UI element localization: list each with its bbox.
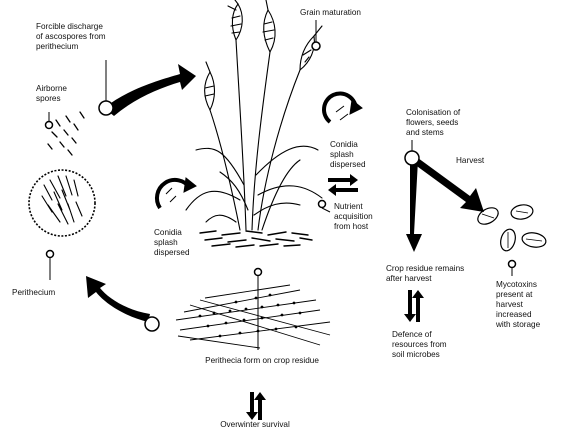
label-nutrient-acquisition: Nutrient acquisition from host: [334, 202, 373, 232]
label-perithecium: Perithecium: [12, 288, 55, 298]
perithecium-illustration: [29, 170, 95, 236]
label-forcible-discharge: Forcible discharge of ascospores from pe…: [36, 22, 106, 52]
label-defence-resources: Defence of resources from soil microbes: [392, 330, 447, 360]
label-conidia-left: Conidia splash dispersed: [154, 228, 190, 258]
label-mycotoxins: Mycotoxins present at harvest increased …: [496, 280, 540, 330]
label-conidia-upper: Conidia splash dispersed: [330, 140, 366, 170]
label-perithecia-form: Perithecia form on crop residue: [174, 356, 350, 366]
conidia-circle-left: [157, 178, 196, 208]
label-colonisation: Colonisation of flowers, seeds and stems: [406, 108, 460, 138]
conidia-circle-upper: [324, 94, 362, 122]
harvested-grains: [475, 203, 547, 252]
perithecia-dots: [199, 294, 302, 338]
label-harvest: Harvest: [456, 156, 484, 166]
airborne-spores: [48, 112, 84, 155]
soil-residue: [200, 231, 312, 247]
wheat-plant: [186, 0, 322, 230]
label-crop-residue-remains: Crop residue remains after harvest: [386, 264, 464, 284]
label-grain-maturation: Grain maturation: [300, 8, 361, 18]
label-overwinter-survival: Overwinter survival: [200, 420, 310, 430]
label-airborne-spores: Airborne spores: [36, 84, 67, 104]
